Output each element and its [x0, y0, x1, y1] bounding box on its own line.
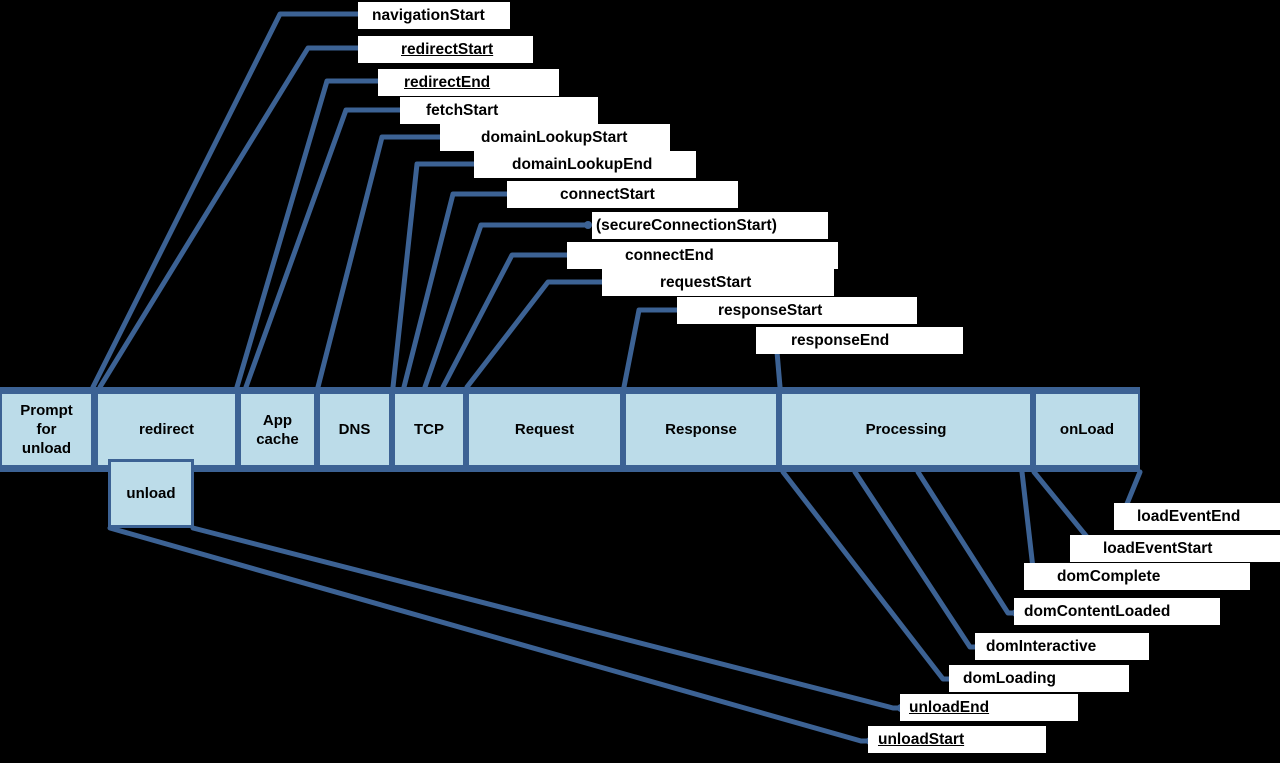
timing-label-dominteractive: domInteractive — [975, 633, 1149, 660]
timing-label-fetchstart: fetchStart — [400, 97, 598, 124]
timing-label-responseend: responseEnd — [756, 327, 963, 354]
timing-label-text: domainLookupEnd — [512, 156, 653, 173]
timing-label-text: requestStart — [660, 274, 752, 291]
timing-label-connectend: connectEnd — [567, 242, 838, 269]
connector-unloadstart — [107, 525, 873, 744]
timeline-segment-processing: Processing — [780, 392, 1032, 467]
connector-redirectend — [234, 78, 399, 390]
timing-label-text: unloadEnd — [909, 699, 990, 716]
timeline-segment-response: Response — [624, 392, 778, 467]
timing-label-domloading: domLoading — [949, 665, 1129, 692]
timing-label-text: domContentLoaded — [1024, 603, 1171, 620]
connector-domainlookupend — [390, 161, 507, 390]
timing-label-text: domLoading — [963, 670, 1056, 687]
timing-label-loadeventend: loadEventEnd — [1114, 503, 1280, 530]
connector-secureconnectionstart — [422, 222, 591, 390]
timing-label-text: unloadStart — [878, 731, 965, 748]
timing-label-text: fetchStart — [426, 102, 499, 119]
timeline-segment-onload: onLoad — [1034, 392, 1140, 467]
timing-label-text: loadEventEnd — [1137, 508, 1241, 525]
timing-label-text: connectStart — [560, 186, 655, 203]
connector-dominteractive — [852, 469, 981, 650]
timing-label-domcomplete: domComplete — [1024, 563, 1250, 590]
timeline-segment-tcp: TCP — [393, 392, 465, 467]
timing-label-text: domInteractive — [986, 638, 1097, 655]
connector-fetchstart — [243, 107, 421, 390]
timing-label-text: domainLookupStart — [481, 129, 628, 146]
timing-label-responsestart: responseStart — [677, 297, 917, 324]
timing-label-navigationstart: navigationStart — [358, 2, 510, 29]
timing-label-text: redirectEnd — [404, 74, 491, 91]
timing-label-text: loadEventStart — [1103, 540, 1213, 557]
connector-endpoint — [584, 221, 592, 229]
connector-redirectstart — [97, 45, 396, 390]
timing-label-redirectstart: redirectStart — [358, 36, 533, 63]
timeline-segment-dns: DNS — [318, 392, 391, 467]
timing-label-secureconnectionstart: (secureConnectionStart) — [592, 212, 828, 239]
connector-requeststart — [464, 279, 655, 390]
connector-navigationstart — [90, 11, 367, 390]
connector-domloading — [780, 469, 958, 682]
timing-label-unloadend: unloadEnd — [900, 694, 1078, 721]
timing-label-text: (secureConnectionStart) — [596, 217, 777, 234]
timing-label-domainlookupstart: domainLookupStart — [440, 124, 670, 151]
timing-label-text: domComplete — [1057, 568, 1161, 585]
timing-label-connectstart: connectStart — [507, 181, 738, 208]
timing-label-unloadstart: unloadStart — [868, 726, 1046, 753]
timeline-segment-request: Request — [467, 392, 622, 467]
timeline-segment-redirect: redirect — [96, 392, 237, 467]
timing-label-text: navigationStart — [372, 7, 485, 24]
timing-label-loadeventstart: loadEventStart — [1070, 535, 1280, 562]
timing-label-text: responseEnd — [791, 332, 890, 349]
timeline-segment-unload: unload — [108, 459, 194, 528]
timing-label-requeststart: requestStart — [602, 269, 834, 296]
connector-connectend — [440, 252, 620, 390]
timing-label-text: connectEnd — [625, 247, 714, 264]
timing-label-text: redirectStart — [401, 41, 494, 58]
timing-label-redirectend: redirectEnd — [378, 69, 559, 96]
timing-label-domainlookupend: domainLookupEnd — [474, 151, 696, 178]
connector-unloadend — [190, 525, 904, 711]
timing-label-text: responseStart — [718, 302, 823, 319]
timing-label-domcontentloaded: domContentLoaded — [1014, 598, 1220, 625]
